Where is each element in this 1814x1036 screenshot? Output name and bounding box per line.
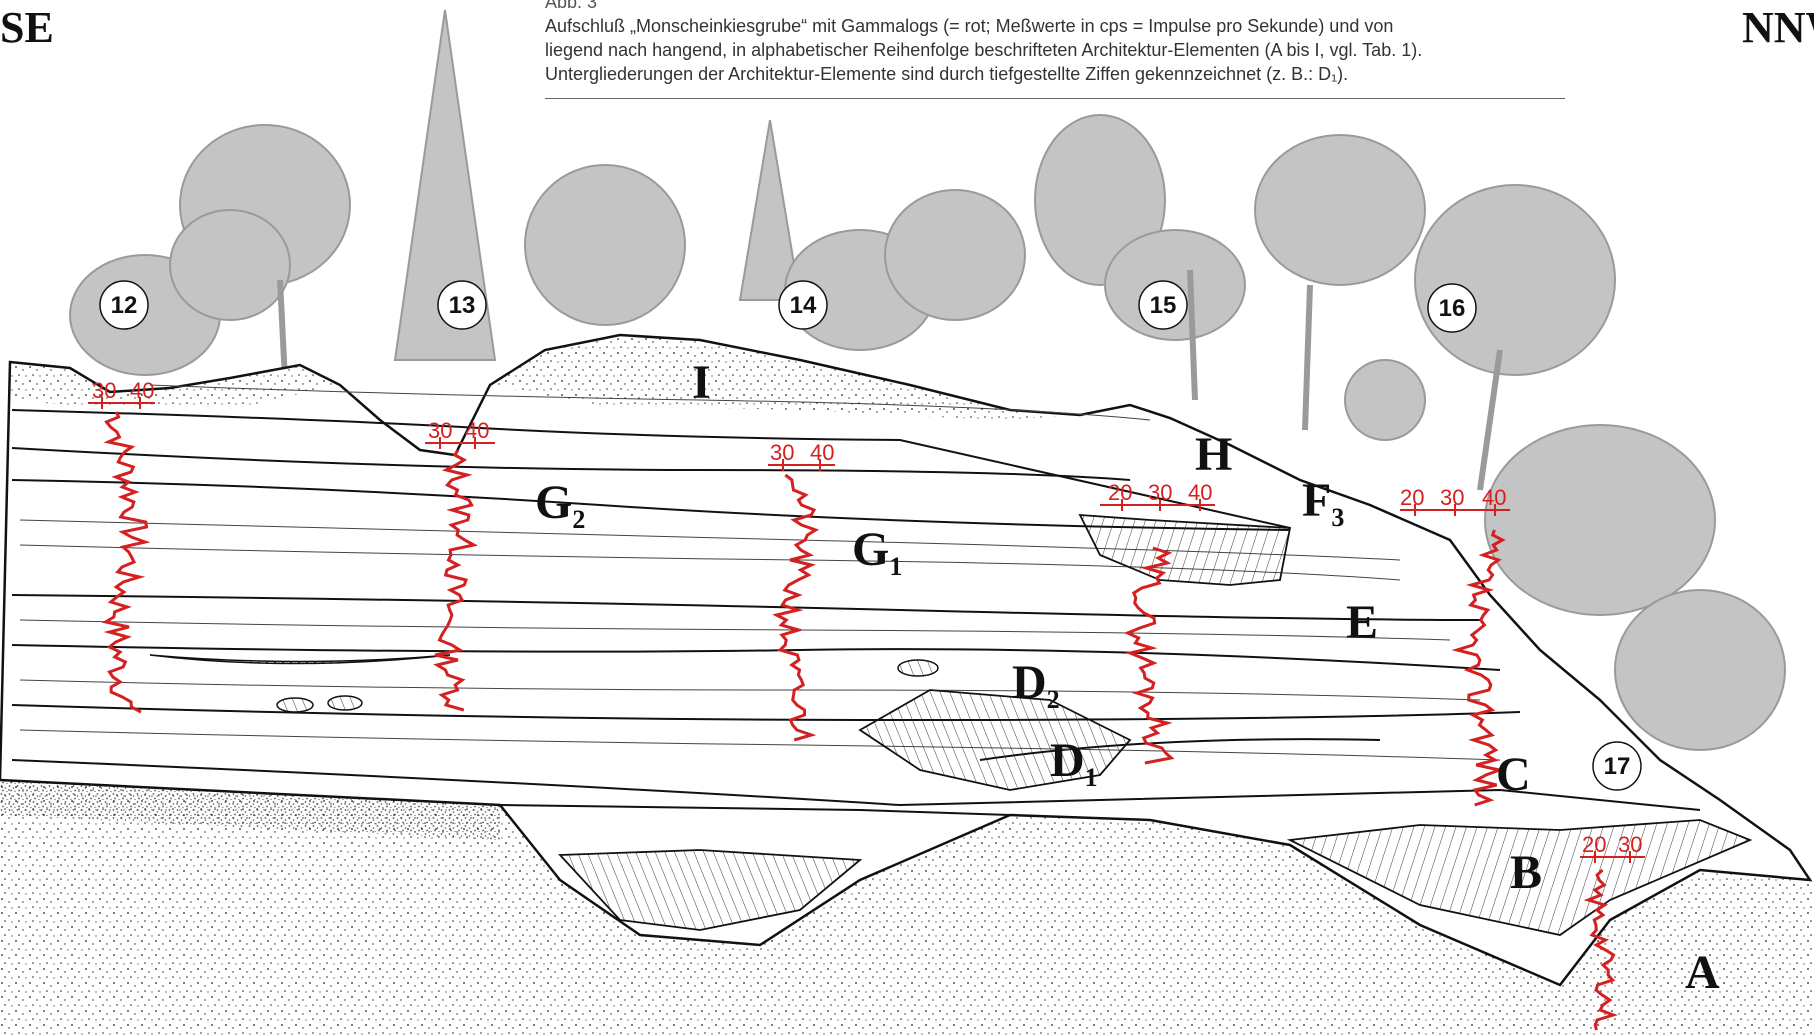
figure-label: Abb. 3 (545, 0, 1565, 14)
element-label-a: A (1685, 946, 1720, 999)
scale-12-label-30: 30 (92, 378, 116, 403)
scale-16-label-40: 40 (1482, 485, 1506, 510)
caption-line-2: liegend nach hangend, in alphabetischer … (545, 38, 1565, 62)
direction-right: NNW (1742, 2, 1814, 53)
scale-16-label-20: 20 (1400, 485, 1424, 510)
profile-16-label: 16 (1439, 295, 1466, 322)
scale-13-label-40: 40 (465, 418, 489, 443)
element-label-c: C (1496, 748, 1531, 801)
element-label-e: E (1346, 596, 1378, 649)
caption-line-1: Aufschluß „Monscheinkiesgrube“ mit Gamma… (545, 14, 1565, 38)
direction-left: SE (0, 2, 54, 53)
element-label-i: I (692, 356, 711, 409)
scale-14-label-30: 30 (770, 440, 794, 465)
profile-12-label: 12 (111, 292, 138, 319)
scale-15-label-30: 30 (1148, 480, 1172, 505)
scale-12-label-40: 40 (130, 378, 154, 403)
element-label-b: B (1510, 846, 1542, 899)
element-label-f3: F3 (1302, 474, 1344, 532)
scale-17-label-30: 30 (1618, 832, 1642, 857)
scale-15-label-20: 20 (1108, 480, 1132, 505)
scale-16-label-30: 30 (1440, 485, 1464, 510)
scale-13-label-30: 30 (428, 418, 452, 443)
profile-15-label: 15 (1150, 292, 1177, 319)
caption-rule (545, 98, 1565, 99)
element-label-h: H (1195, 428, 1232, 481)
figure-caption: Abb. 3 Aufschluß „Monscheinkiesgrube“ mi… (545, 0, 1565, 86)
profile-14-label: 14 (790, 292, 817, 319)
profile-17-label: 17 (1604, 753, 1631, 780)
profile-13-label: 13 (449, 292, 476, 319)
caption-line-3: Untergliederungen der Architektur-Elemen… (545, 62, 1565, 86)
scale-17-label-20: 20 (1582, 832, 1606, 857)
scale-14-label-40: 40 (810, 440, 834, 465)
scale-15-label-40: 40 (1188, 480, 1212, 505)
